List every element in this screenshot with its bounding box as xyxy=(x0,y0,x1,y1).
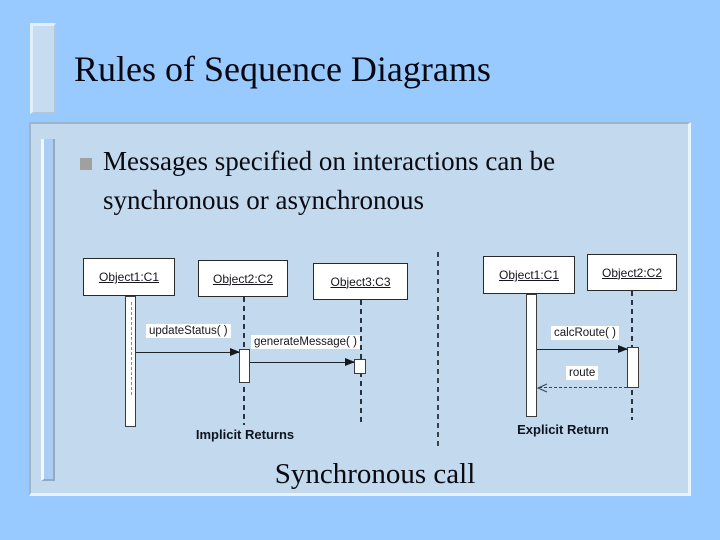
left-diagram-caption: Implicit Returns xyxy=(195,427,295,442)
message-label-updatestatus: updateStatus( ) xyxy=(146,324,231,338)
message-label-route: route xyxy=(566,366,599,380)
object-label: Object2:C2 xyxy=(601,265,663,280)
caption-synchronous-call: Synchronous call xyxy=(274,458,476,490)
object-box-right-2: Object2:C2 xyxy=(587,254,677,291)
filled-arrowhead-icon xyxy=(345,358,355,366)
lifeline-dash-overlay xyxy=(130,302,132,396)
object-box-right-1: Object1:C1 xyxy=(483,256,575,294)
object-box-left-3: Object3:C3 xyxy=(313,263,408,300)
object-box-left-1: Object1:C1 xyxy=(83,258,175,296)
message-arrow-calcroute xyxy=(537,345,628,353)
filled-arrowhead-icon xyxy=(230,348,240,356)
filled-arrowhead-icon xyxy=(618,345,628,353)
activation-bar-right-object1 xyxy=(526,294,537,417)
left-stripe-decoration xyxy=(41,139,55,481)
bullet-text: Messages specified on interactions can b… xyxy=(103,146,556,215)
activation-bar-left-object2 xyxy=(239,349,250,383)
dashed-divider-line xyxy=(437,252,439,448)
activation-bar-left-object1 xyxy=(125,296,136,427)
activation-bar-left-object3 xyxy=(354,359,366,374)
object-box-left-2: Object2:C2 xyxy=(198,260,288,297)
object-label: Object1:C1 xyxy=(498,268,560,282)
object-label: Object2:C2 xyxy=(212,271,274,286)
message-label-calcroute: calcRoute( ) xyxy=(551,326,619,340)
open-arrowhead-icon xyxy=(537,383,548,393)
bullet-icon xyxy=(80,158,92,170)
object-label: Object3:C3 xyxy=(330,274,391,289)
right-diagram-caption: Explicit Return xyxy=(517,422,609,437)
return-arrow-route xyxy=(537,383,627,393)
message-label-generatemessage: generateMessage( ) xyxy=(251,335,360,349)
activation-bar-right-object2 xyxy=(627,347,639,388)
page-title: Rules of Sequence Diagrams xyxy=(74,49,491,89)
object-label: Object1:C1 xyxy=(98,270,160,284)
title-decoration-bar xyxy=(30,23,56,114)
message-arrow-updatestatus xyxy=(136,348,240,356)
message-arrow-generatemessage xyxy=(250,358,355,366)
